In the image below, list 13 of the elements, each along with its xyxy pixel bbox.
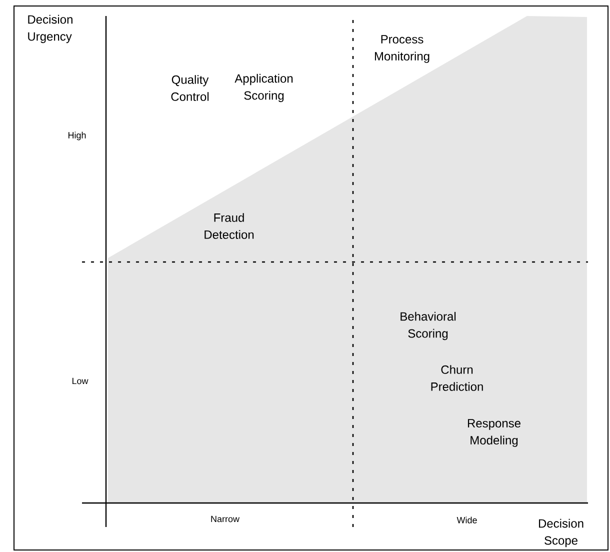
axis-title: Decision Urgency (28, 14, 72, 44)
quadrant-item: Behavioral Scoring (400, 312, 456, 340)
tick-label: Low (72, 378, 88, 384)
tick-label: High (68, 132, 86, 140)
quadrant-item: Application Scoring (234, 74, 293, 102)
axis-title: Decision Scope (538, 518, 584, 548)
tick-label: Narrow (211, 516, 240, 522)
tick-label: Wide (456, 516, 477, 524)
quadrant-item: Response Modeling (468, 419, 520, 447)
quadrant-item: Churn Prediction (431, 365, 483, 391)
quadrant-item: Quality Control (171, 75, 209, 101)
quadrant-item: Fraud Detection (204, 213, 254, 239)
quadrant-item: Process Monitoring (374, 35, 430, 63)
